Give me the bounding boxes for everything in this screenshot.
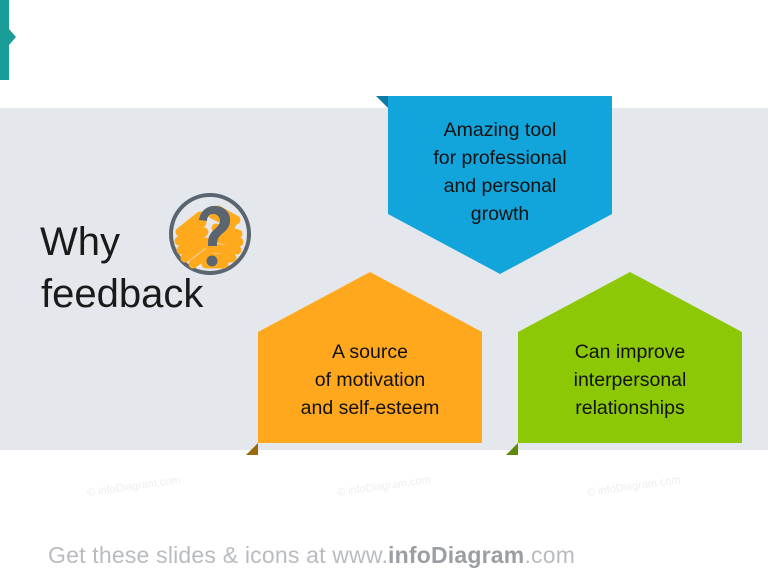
accent-bar — [0, 0, 9, 80]
shape-orange-house[interactable]: A source of motivation and self-esteem — [246, 272, 482, 455]
footer-link[interactable]: Get these slides & icons at www.infoDiag… — [48, 542, 575, 569]
watermark: © infoDiagram.com — [336, 473, 432, 499]
title-line-1: Why — [40, 220, 120, 264]
watermark: © infoDiagram.com — [586, 473, 682, 499]
shape-blue-banner[interactable]: Amazing tool for professional and person… — [376, 96, 612, 274]
accent-arrow-icon — [9, 29, 16, 45]
footer-prefix: Get these slides & icons at www. — [48, 542, 389, 568]
shape-green-house[interactable]: Can improve interpersonal relationships — [506, 272, 742, 455]
title-line-2: feedback — [41, 272, 204, 316]
footer-tld: .com — [524, 542, 576, 568]
watermark: © infoDiagram.com — [86, 473, 182, 499]
footer-brand: infoDiagram — [388, 542, 525, 568]
page-title: Why feedback — [40, 216, 270, 320]
question-mark-circle-icon — [166, 190, 254, 278]
